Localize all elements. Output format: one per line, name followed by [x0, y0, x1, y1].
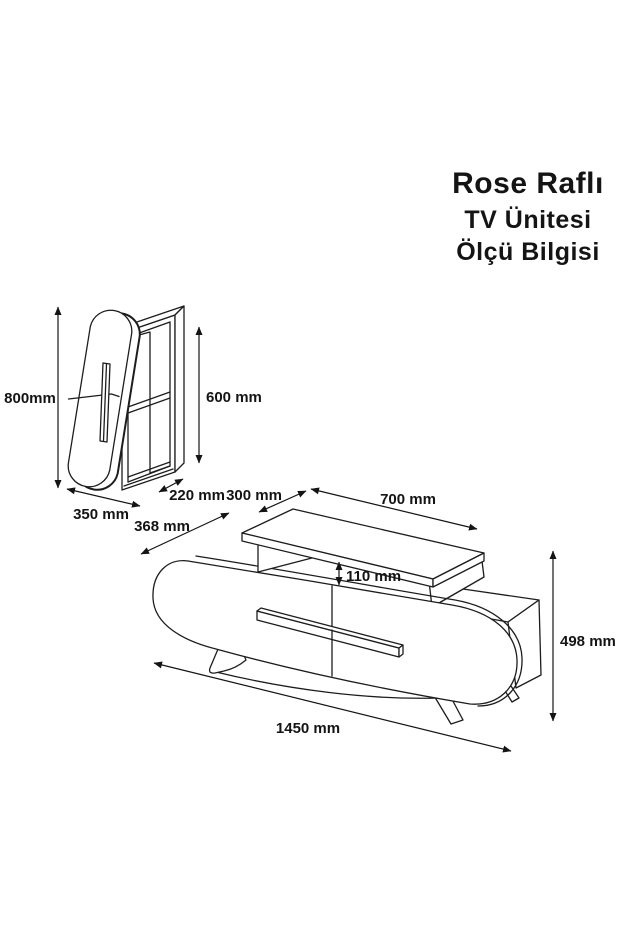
- sheet-type-label: Ölçü Bilgisi: [456, 237, 600, 266]
- dim-label-door-width: 350 mm: [73, 506, 129, 523]
- dim-label-wall-height: 800mm: [4, 390, 56, 407]
- tv-handle: [256, 607, 404, 658]
- dim-label-carcass-height: 600 mm: [206, 389, 262, 406]
- dim-label-shelf-length: 700 mm: [380, 491, 436, 508]
- wall-shelf-door-seam: [67, 393, 120, 400]
- dim-line-shelf-length: [310, 487, 478, 531]
- product-subtitle: TV Ünitesi: [464, 205, 591, 234]
- dim-label-unit-length: 1450 mm: [276, 720, 340, 737]
- dim-label-unit-height: 498 mm: [560, 633, 616, 650]
- dim-line-shelf-depth: [258, 490, 307, 513]
- dim-label-unit-depth: 368 mm: [134, 518, 190, 535]
- title-block: Rose Raflı TV Ünitesi Ölçü Bilgisi: [452, 167, 604, 266]
- dim-label-shelf-depth: 300 mm: [226, 487, 282, 504]
- dim-line-unit-depth: [140, 512, 230, 555]
- dim-line-door-width: [66, 487, 141, 508]
- wall-shelf-side-face: [174, 305, 185, 473]
- product-title: Rose Raflı: [452, 167, 604, 200]
- wall-shelf-mid-shelf: [127, 391, 171, 408]
- wall-shelf-diagram: 800mm 600 mm 350 mm 220 mm: [4, 305, 262, 523]
- dim-line-carcass-depth: [158, 478, 184, 493]
- wall-shelf-bottom-shelf: [127, 461, 171, 478]
- dim-label-carcass-depth: 220 mm: [169, 487, 225, 504]
- tv-body-back-edge: [195, 555, 523, 707]
- dim-line-unit-length: [153, 661, 512, 753]
- tv-top-shelf: [241, 508, 485, 588]
- wall-shelf-door: [67, 309, 133, 488]
- dim-label-shelf-clearance: 110 mm: [346, 568, 401, 585]
- tv-unit-diagram: 300 mm 700 mm 110 mm 368 mm 1450 mm 498 …: [134, 487, 616, 753]
